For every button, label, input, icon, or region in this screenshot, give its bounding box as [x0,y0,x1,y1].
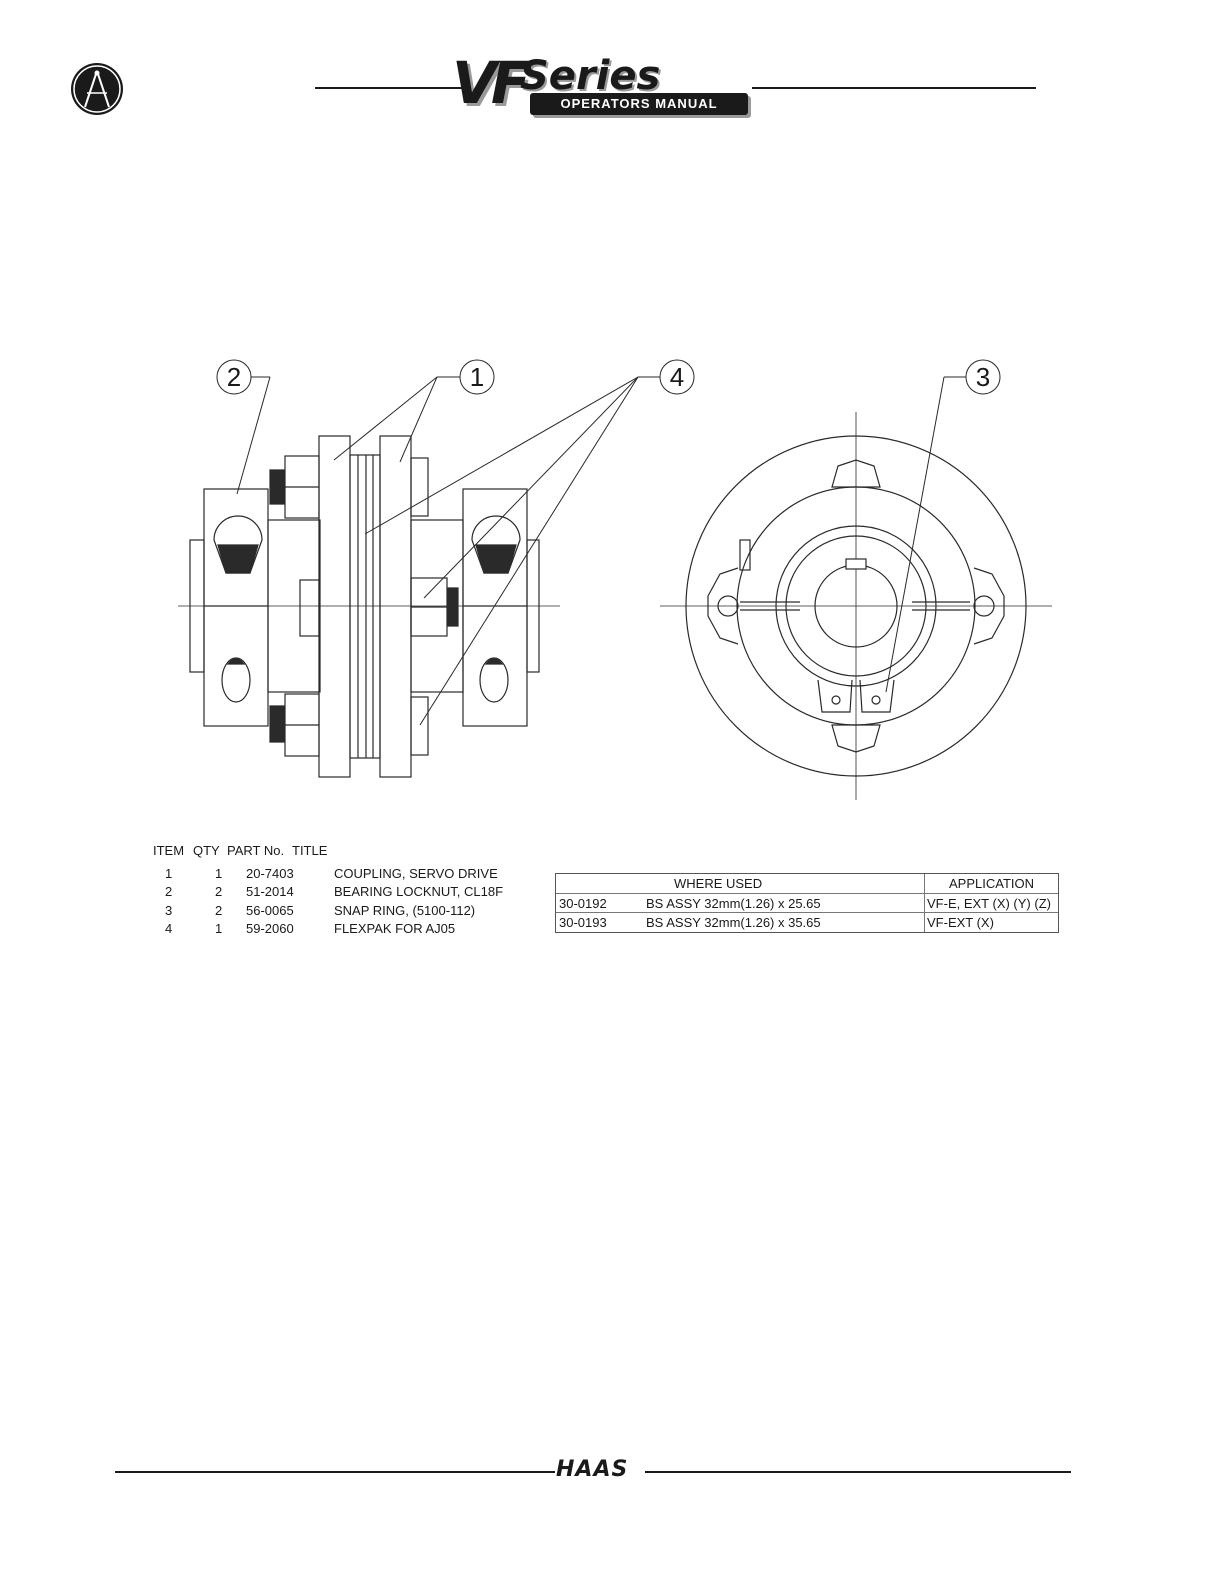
parts-title: COUPLING, SERVO DRIVE [334,866,498,881]
parts-number: 56-0065 [246,903,294,918]
parts-item: 4 [165,921,173,936]
parts-header-qty: QTY [193,843,220,858]
application-value: VF-EXT (X) [927,915,994,930]
parts-item: 3 [165,903,173,918]
header-rule-right [752,87,1036,89]
parts-qty: 2 [215,903,223,918]
table-divider [924,874,925,932]
callout-1: 1 [470,362,484,392]
parts-header-part: PART No. [227,843,285,858]
footer-rule-left [115,1471,555,1473]
where-used-number: 30-0192 [559,896,607,911]
parts-item: 1 [165,866,173,881]
coupling-drawing: 2 1 4 3 [178,359,1052,800]
brand-manual-title: OPERATORS MANUAL [530,93,748,115]
where-used-header: WHERE USED [674,876,763,891]
parts-title: SNAP RING, (5100-112) [334,903,476,918]
where-used-description: BS ASSY 32mm(1.26) x 35.65 [646,915,821,930]
parts-qty: 1 [215,921,223,936]
where-used-number: 30-0193 [559,915,607,930]
parts-title: BEARING LOCKNUT, CL18F [334,884,504,899]
table-divider [556,893,1058,894]
callout-2: 2 [227,362,241,392]
footer-rule-right [645,1471,1071,1473]
where-used-table: WHERE USED APPLICATION 30-0192 BS ASSY 3… [555,873,1059,933]
parts-number: 59-2060 [246,921,294,936]
parts-title: FLEXPAK FOR AJ05 [334,921,456,936]
table-divider [556,912,1058,913]
application-value: VF-E, EXT (X) (Y) (Z) [927,896,1051,911]
parts-header-title: TITLE [292,843,328,858]
brand-vf: VF [452,49,530,117]
header-rule-left [315,87,465,89]
callout-4: 4 [670,362,684,392]
callout-3: 3 [976,362,990,392]
parts-qty: 2 [215,884,223,899]
parts-number: 51-2014 [246,884,294,899]
parts-number: 20-7403 [246,866,294,881]
haas-logo: HAAS [556,1457,629,1482]
compass-logo-icon [71,63,123,115]
parts-qty: 1 [215,866,223,881]
brand-series: Series [520,53,661,99]
parts-item: 2 [165,884,173,899]
application-header: APPLICATION [949,876,1035,891]
parts-header-item: ITEM [153,843,185,858]
where-used-description: BS ASSY 32mm(1.26) x 25.65 [646,896,821,911]
